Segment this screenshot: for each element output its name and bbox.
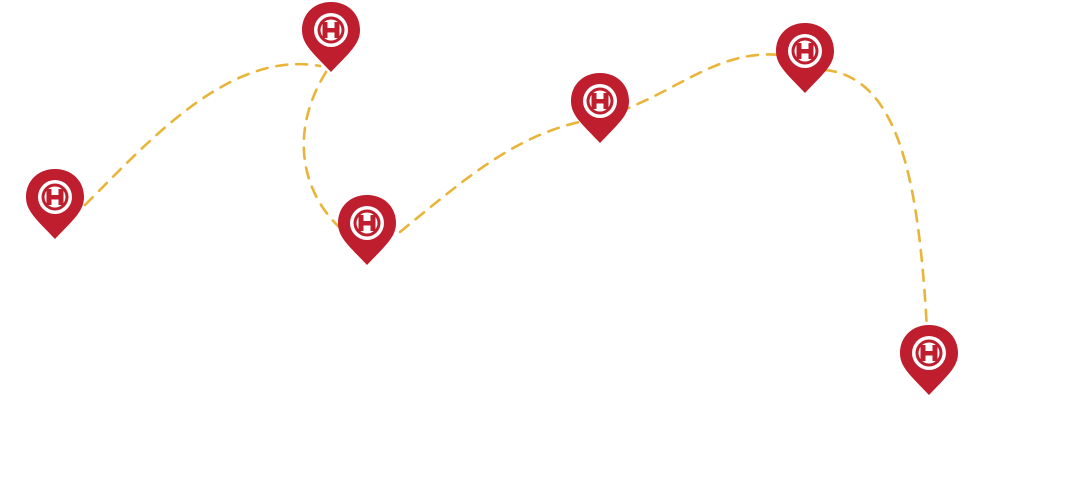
route-segment <box>398 116 602 234</box>
hospital-marker-2[interactable]: H <box>300 0 362 74</box>
hospital-marker-5[interactable]: H <box>774 21 836 95</box>
route-segment <box>83 62 322 207</box>
hospital-marker-3[interactable]: H <box>336 193 398 267</box>
route-segment <box>803 68 930 352</box>
hospital-marker-1[interactable]: H <box>24 167 86 241</box>
hospital-pin-icon <box>338 195 396 265</box>
route-segment <box>302 70 342 230</box>
hospital-pin-icon <box>302 2 360 72</box>
hospital-pin-icon <box>571 73 629 143</box>
route-segment <box>598 53 802 120</box>
hospital-marker-4[interactable]: H <box>569 71 631 145</box>
hospital-pin-icon <box>900 325 958 395</box>
hospital-marker-6[interactable]: H <box>898 323 960 397</box>
hospital-pin-icon <box>776 23 834 93</box>
hospital-pin-icon <box>26 169 84 239</box>
